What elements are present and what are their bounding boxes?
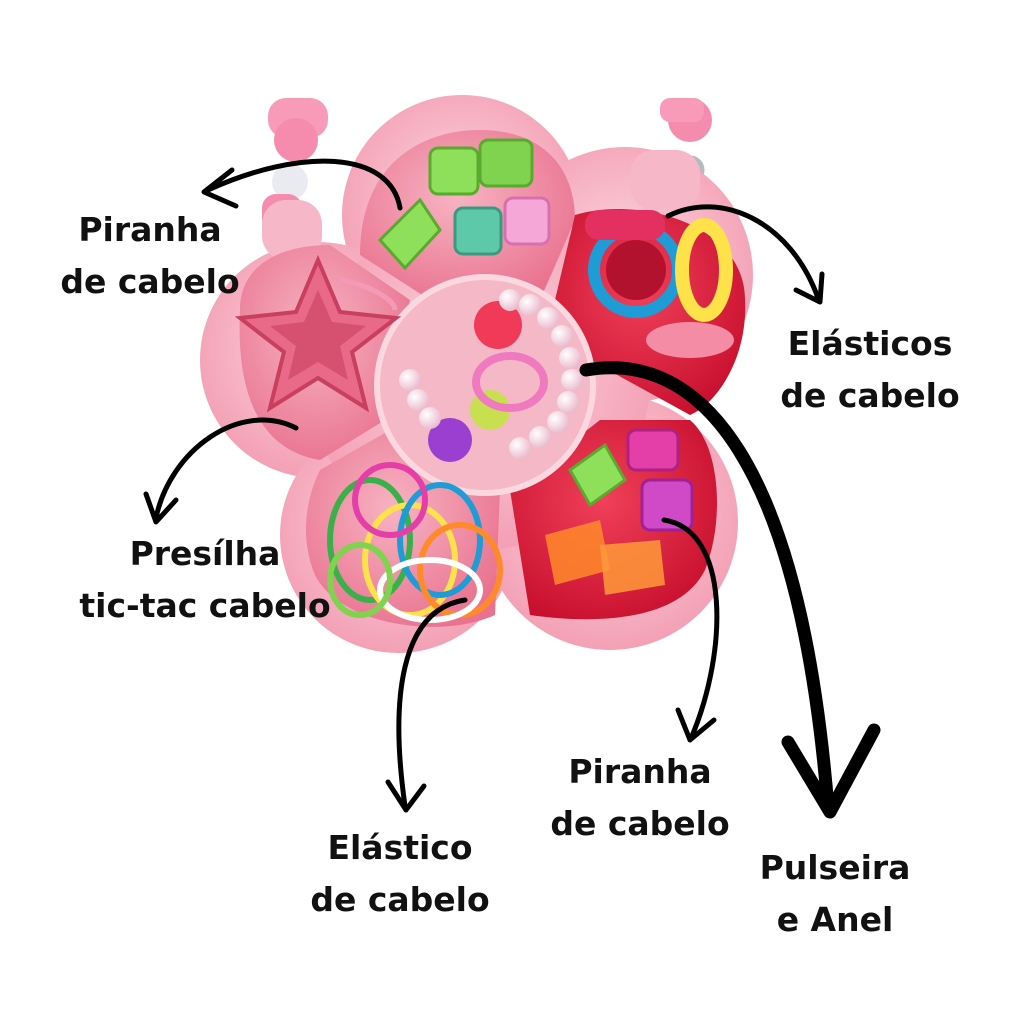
label-piranha-bottom-line2: de cabelo [550, 804, 730, 843]
arrow-bottom-left [396, 597, 468, 809]
arrow-bottom-mid [661, 517, 720, 739]
label-presilha-line2: tic-tac cabelo [79, 586, 331, 625]
label-pulseira-line1: Pulseira [759, 848, 911, 887]
star-clip [234, 254, 402, 413]
label-piranha-bottom-line1: Piranha [568, 752, 712, 791]
label-elastico-line1: Elástico [327, 828, 473, 867]
label-piranha-top-line1: Piranha [78, 210, 222, 249]
arrow-right [665, 204, 821, 301]
label-piranha-bottom: Piranha de cabelo [530, 746, 750, 850]
label-elasticos-line1: Elásticos [787, 324, 953, 363]
arrow-pulseira [579, 361, 835, 815]
label-elasticos: Elásticos de cabelo [760, 318, 980, 422]
label-presilha-line1: Presílha [129, 534, 281, 573]
bracelet-and-ring [399, 289, 583, 462]
label-elasticos-line2: de cabelo [780, 376, 960, 415]
arrows [143, 158, 881, 819]
label-presilha: Presílha tic-tac cabelo [60, 528, 350, 632]
label-pulseira-line2: e Anel [776, 900, 894, 939]
label-pulseira: Pulseira e Anel [745, 842, 925, 946]
label-elastico-line2: de cabelo [310, 880, 490, 919]
hair-elastics-top-right [585, 210, 734, 358]
arrow-top-left [205, 158, 403, 211]
label-elastico: Elástico de cabelo [290, 822, 510, 926]
claw-clips-bottom-right [545, 428, 694, 595]
label-piranha-top: Piranha de cabelo [40, 204, 260, 308]
arrow-left [153, 417, 299, 521]
claw-clips-top [377, 138, 551, 271]
label-piranha-top-line2: de cabelo [60, 262, 240, 301]
